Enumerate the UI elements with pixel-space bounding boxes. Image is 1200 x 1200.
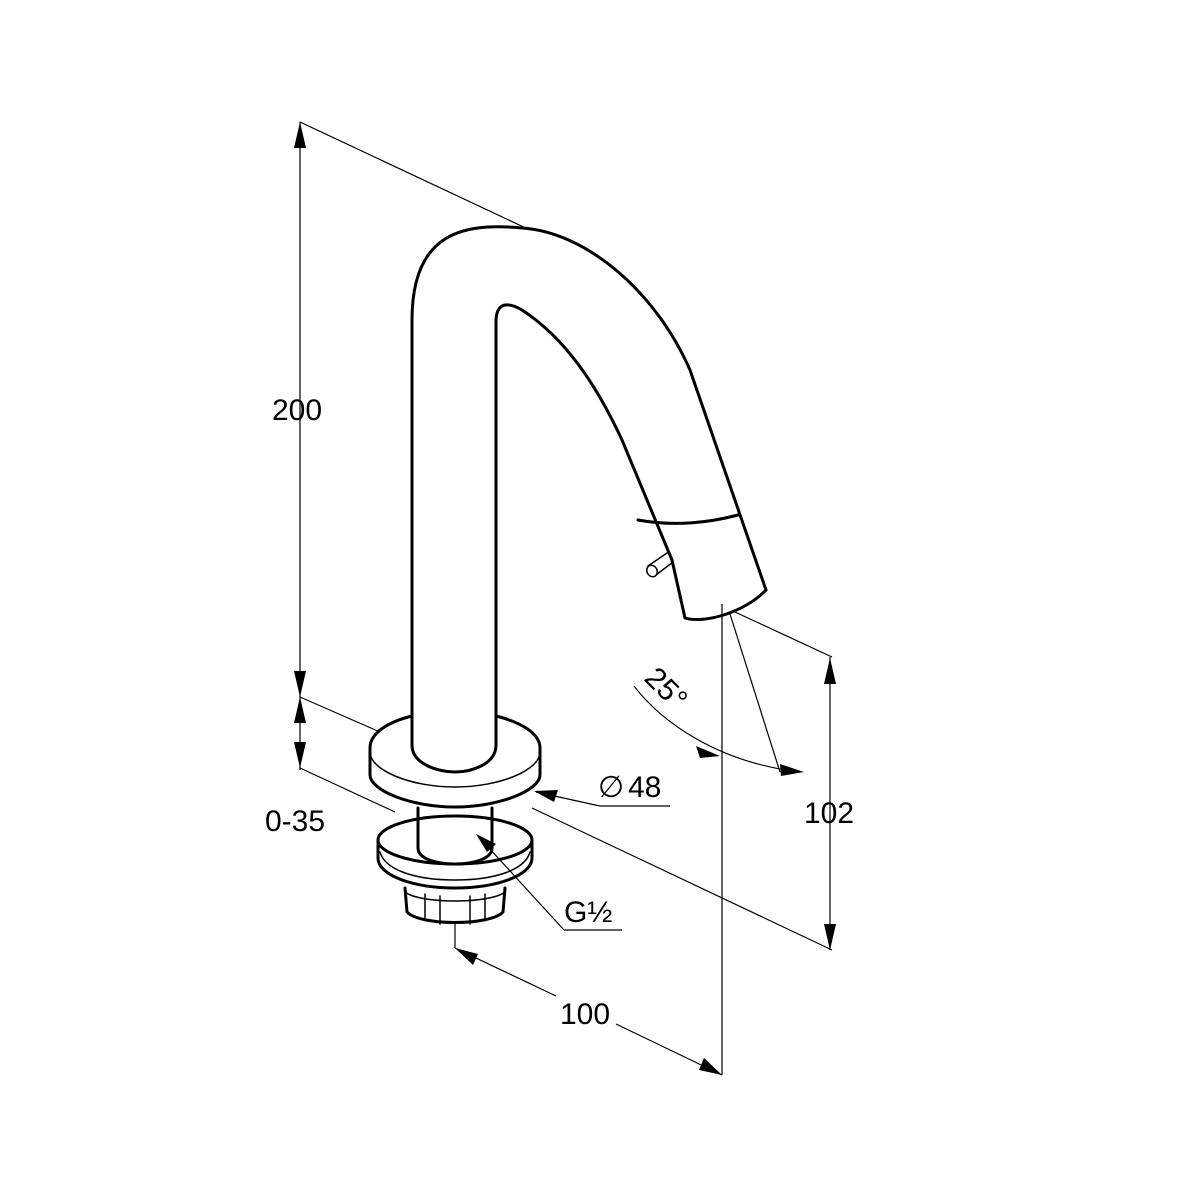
dimension-label-angle: 25° bbox=[638, 661, 693, 716]
dimension-thread-g-half: G½ bbox=[476, 834, 622, 931]
dimension-diameter-48: ∅ 48 bbox=[534, 771, 670, 807]
diameter-symbol: ∅ bbox=[598, 771, 624, 804]
faucet-spout bbox=[410, 225, 768, 747]
dimension-height-102: 102 bbox=[531, 611, 854, 951]
dimension-angle-25: 25° bbox=[633, 604, 804, 1075]
dimension-projection-100: 100 bbox=[454, 922, 723, 1076]
mounting-shank bbox=[376, 806, 534, 925]
dimension-label-thread: G½ bbox=[564, 896, 612, 929]
dimension-label-100: 100 bbox=[560, 998, 610, 1031]
dimension-label-48: 48 bbox=[628, 771, 661, 804]
dimension-label-0-35: 0-35 bbox=[265, 805, 325, 838]
dimension-deck-0-35: 0-35 bbox=[265, 697, 396, 838]
dimension-label-200: 200 bbox=[272, 394, 322, 427]
rosette bbox=[368, 714, 542, 809]
dimension-label-102: 102 bbox=[804, 797, 854, 830]
dimension-height-200: 200 bbox=[272, 121, 531, 770]
